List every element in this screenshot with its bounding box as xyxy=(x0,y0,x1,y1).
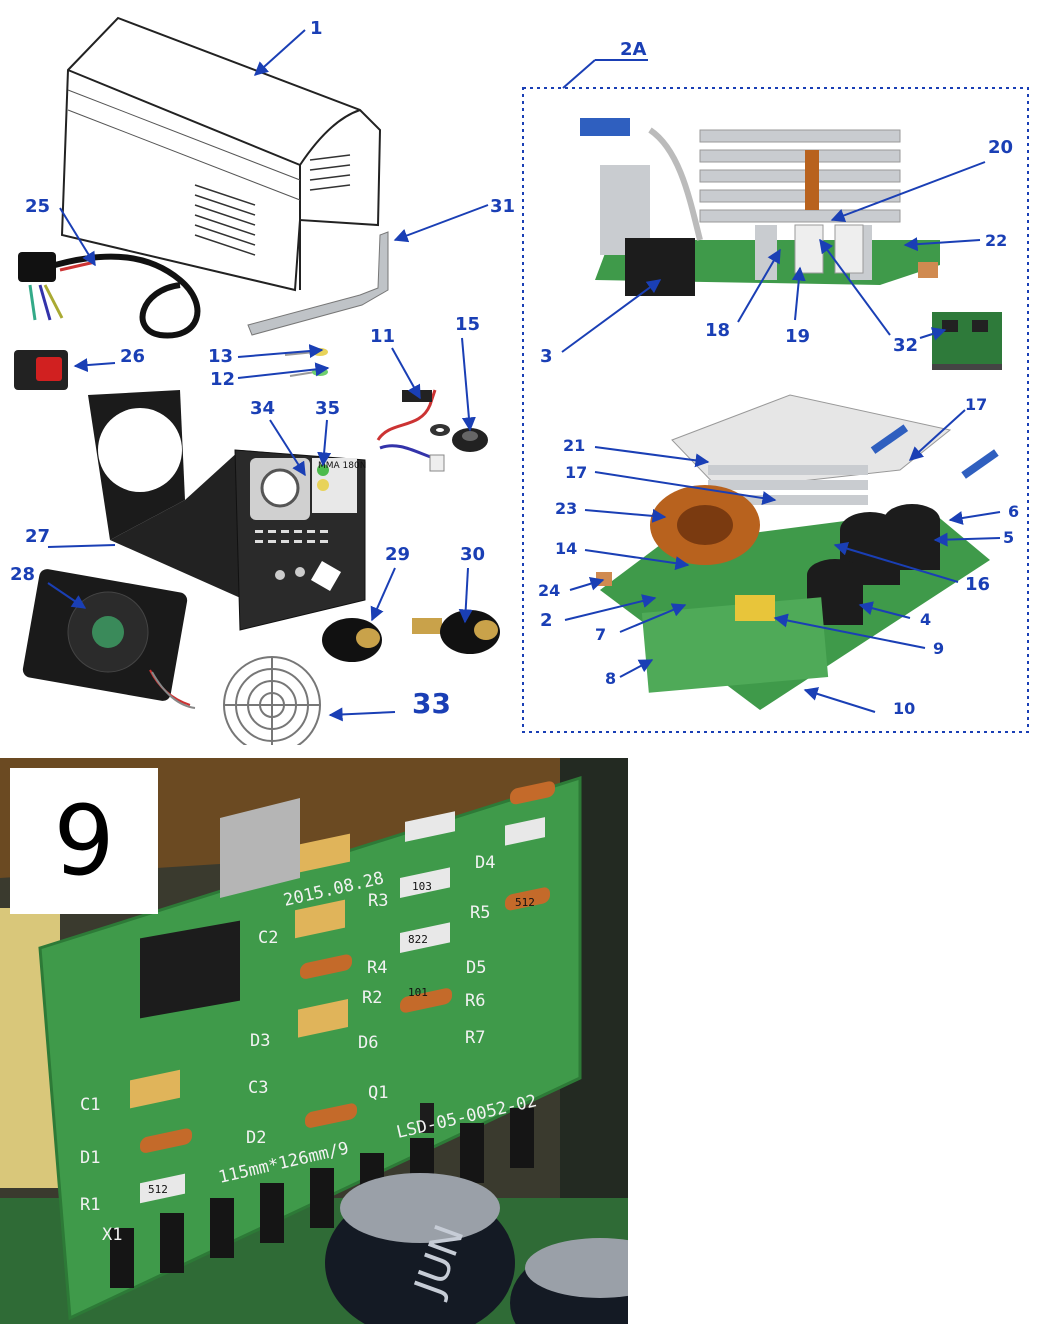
callout-6: 6 xyxy=(1008,502,1019,521)
ref-d2: D2 xyxy=(246,1128,266,1148)
callout-labels: 1 2A 25 31 26 13 12 11 15 34 35 27 28 29… xyxy=(10,18,1019,720)
parts-diagram: MMA 180N xyxy=(10,16,1029,745)
ref-r1: R1 xyxy=(80,1195,100,1215)
callout-3: 3 xyxy=(540,346,553,367)
power-cable xyxy=(18,252,201,339)
callout-25: 25 xyxy=(25,196,50,217)
ref-d4: D4 xyxy=(475,853,495,873)
callout-11: 11 xyxy=(370,326,395,347)
power-module-top xyxy=(580,118,940,296)
ref-r5: R5 xyxy=(470,903,490,923)
callout-12: 12 xyxy=(210,369,235,390)
callout-15: 15 xyxy=(455,314,480,335)
callout-8: 8 xyxy=(605,669,616,688)
callout-1: 1 xyxy=(310,18,323,39)
callout-22: 22 xyxy=(985,231,1007,250)
cooling-fan xyxy=(22,569,196,709)
ref-r7: R7 xyxy=(465,1028,485,1048)
ref-r6: R6 xyxy=(465,991,485,1011)
callout-24: 24 xyxy=(538,581,560,600)
callout-7: 7 xyxy=(595,625,606,644)
callout-19: 19 xyxy=(785,326,810,347)
callout-27: 27 xyxy=(25,526,50,547)
control-knob xyxy=(430,424,488,452)
resistor-code-2: 822 xyxy=(408,933,428,946)
ref-c3: C3 xyxy=(248,1078,268,1098)
resistor-code-4: 512 xyxy=(515,896,535,909)
ref-c1: C1 xyxy=(80,1095,100,1115)
callout-34: 34 xyxy=(250,398,275,419)
ref-c2: C2 xyxy=(258,928,278,948)
callout-26: 26 xyxy=(120,346,145,367)
callout-33: 33 xyxy=(412,687,451,720)
leader-lines xyxy=(47,29,1001,722)
callout-16: 16 xyxy=(965,574,990,595)
callout-2: 2 xyxy=(540,610,553,631)
ref-d3: D3 xyxy=(250,1031,270,1051)
callout-35: 35 xyxy=(315,398,340,419)
ref-d6: D6 xyxy=(358,1033,378,1053)
callout-17-top: 17 xyxy=(965,395,987,414)
callout-2a: 2A xyxy=(620,39,647,60)
callout-29: 29 xyxy=(385,544,410,565)
housing-cover xyxy=(60,16,382,292)
callout-28: 28 xyxy=(10,564,35,585)
callout-30: 30 xyxy=(460,544,485,565)
callout-5: 5 xyxy=(1003,528,1014,547)
chassis-frame: MMA 180N xyxy=(88,390,366,631)
callout-9: 9 xyxy=(933,639,944,658)
callout-14: 14 xyxy=(555,539,577,558)
callout-20: 20 xyxy=(988,137,1013,158)
callout-23: 23 xyxy=(555,499,577,518)
callout-17-left: 17 xyxy=(565,463,587,482)
driver-board xyxy=(932,312,1002,370)
ref-r4: R4 xyxy=(367,958,387,978)
callout-31: 31 xyxy=(490,196,515,217)
callout-18: 18 xyxy=(705,320,730,341)
ref-d5: D5 xyxy=(466,958,486,978)
panel-connectors xyxy=(322,610,500,662)
resistor-code-1: 103 xyxy=(412,880,432,893)
assembly-2a-frame xyxy=(522,87,1029,733)
callout-4: 4 xyxy=(920,610,931,629)
photo-label: 9 xyxy=(10,768,158,914)
power-switch xyxy=(14,350,68,390)
fan-guard xyxy=(223,656,321,745)
callout-21: 21 xyxy=(563,436,585,455)
panel-model-text: MMA 180N xyxy=(318,461,366,471)
resistor-code-3: 101 xyxy=(408,986,428,999)
ref-x1: X1 xyxy=(102,1225,122,1245)
board-9-photo: 2015.08.28 LSD-05-0052-02 115mm*126mm/9 … xyxy=(0,758,628,1324)
ref-d1: D1 xyxy=(80,1148,100,1168)
ref-r3: R3 xyxy=(368,891,388,911)
callout-32: 32 xyxy=(893,335,918,356)
ref-q1: Q1 xyxy=(368,1083,388,1103)
callout-10: 10 xyxy=(893,699,915,718)
ref-r2: R2 xyxy=(362,988,382,1008)
power-module-bottom xyxy=(596,394,999,710)
resistor-code-5: 512 xyxy=(148,1183,168,1196)
metal-bracket xyxy=(247,231,389,336)
callout-13: 13 xyxy=(208,346,233,367)
